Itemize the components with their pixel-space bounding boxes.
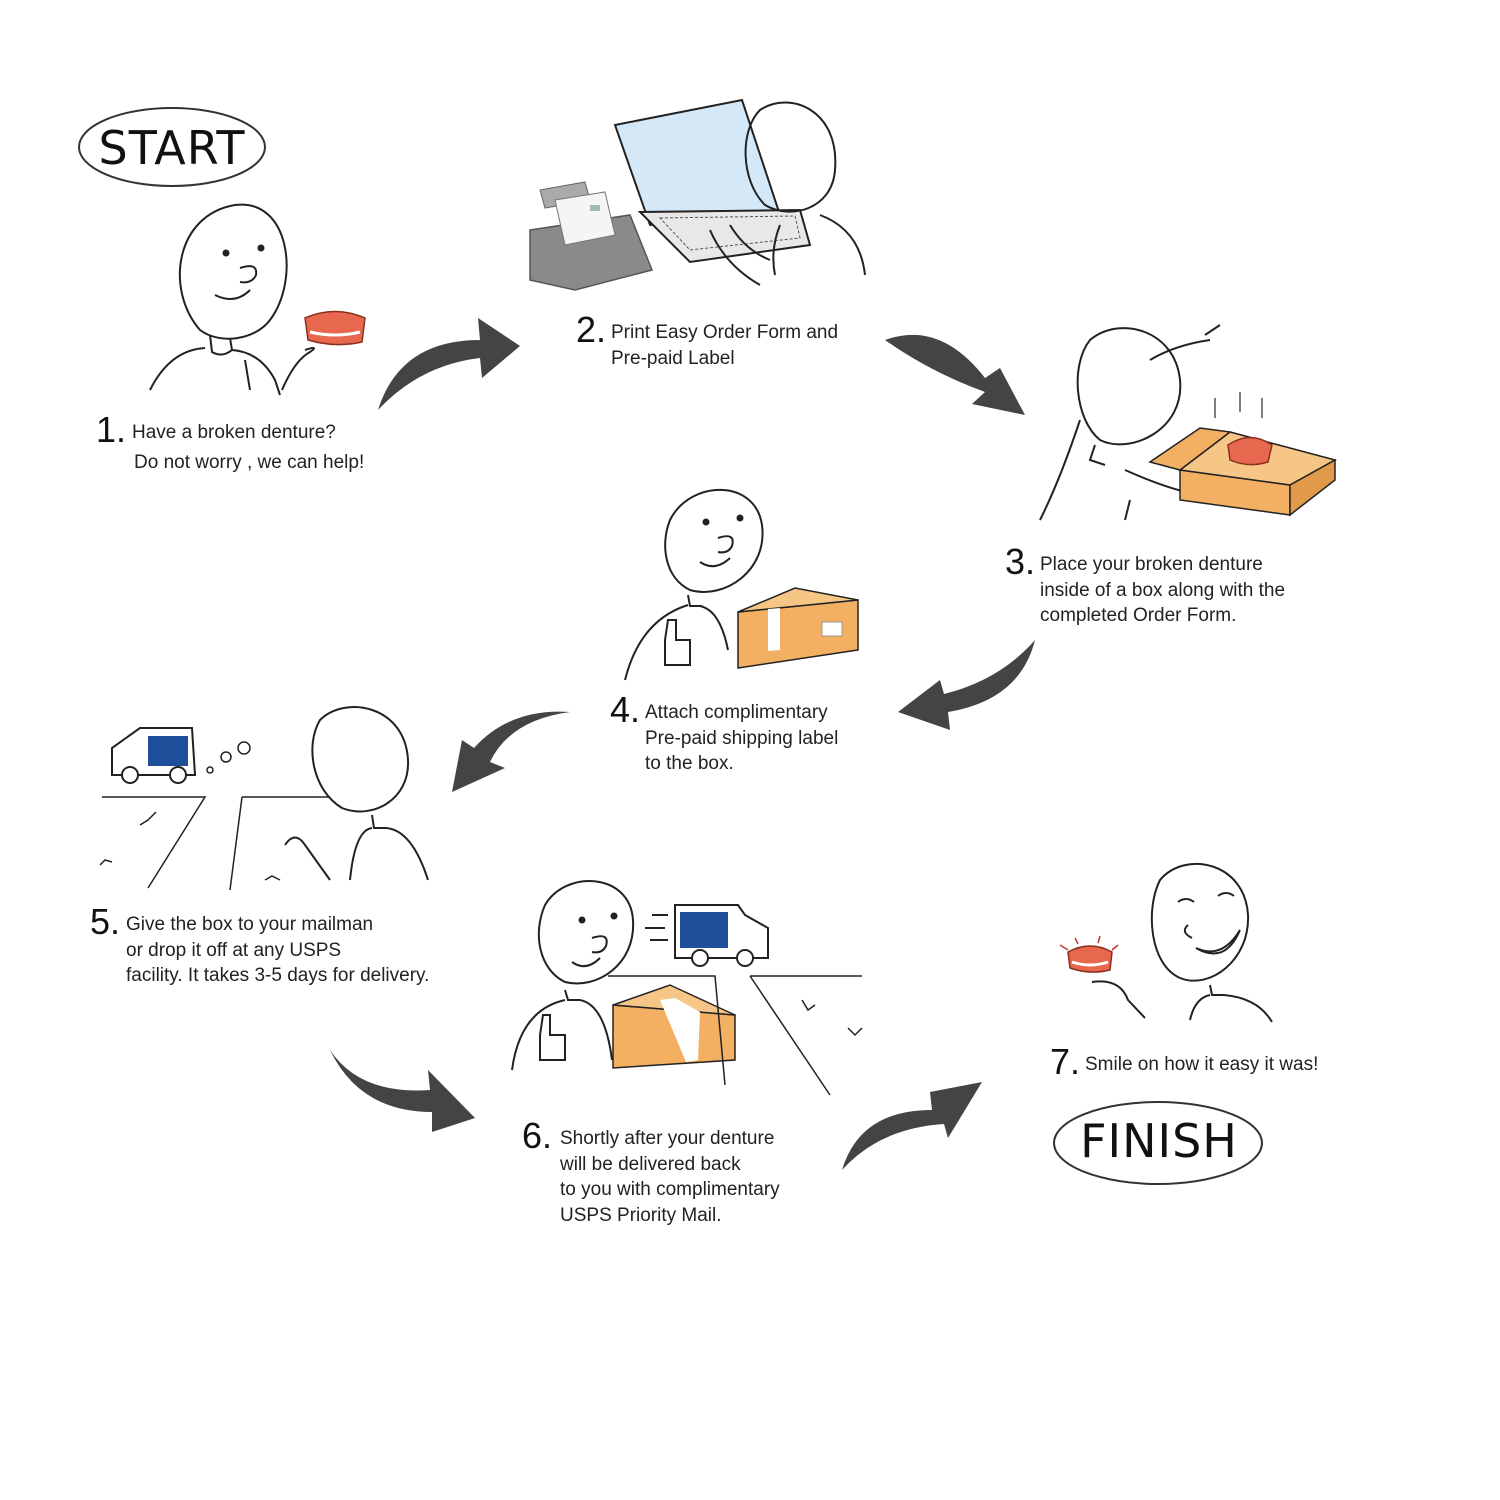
figure-step-2 (709, 101, 866, 286)
denture-step-7 (1059, 935, 1119, 973)
box-step-4 (737, 587, 859, 669)
road-step-6 (608, 975, 863, 1096)
step-2-number: 2. (576, 309, 607, 350)
truck-step-6 (645, 904, 769, 967)
start-label: START (98, 121, 246, 175)
arrows (330, 318, 1035, 1170)
finish-label: FINISH (1080, 1114, 1238, 1168)
printer (529, 181, 654, 291)
step-2-line-1: Print Easy Order Form and (611, 322, 839, 343)
step-3-number: 3. (1005, 541, 1036, 582)
step-5-line-2: or drop it off at any USPS (126, 939, 342, 961)
step-5-number: 5. (90, 901, 121, 942)
step-2-line-2: Pre-paid Label (611, 347, 735, 369)
finish-oval (1053, 1101, 1263, 1185)
denture-step-3 (1214, 392, 1273, 466)
arrow-5-to-6 (330, 1050, 475, 1132)
figure-step-1 (149, 203, 315, 396)
step-3-line-2: inside of a box along with the (1040, 579, 1286, 601)
figure-step-6 (511, 880, 635, 1071)
step-6-line-1: Shortly after your denture (560, 1128, 775, 1149)
arrow-4-to-5 (452, 711, 570, 792)
arrow-2-to-3 (885, 334, 1025, 415)
step-1-line-1: Have a broken denture? (132, 422, 336, 443)
step-6-line-3: to you with complimentary (560, 1179, 780, 1200)
arrow-1-to-2 (378, 318, 520, 410)
step-7-line-1: Smile on how it easy it was! (1085, 1054, 1319, 1075)
step-4-line-1: Attach complimentary (645, 702, 828, 723)
arrow-6-to-7 (842, 1082, 982, 1170)
step-6-line-4: USPS Priority Mail. (560, 1204, 722, 1226)
step-3-line-3: completed Order Form. (1040, 605, 1237, 626)
step-6-number: 6. (522, 1115, 553, 1156)
box-step-6 (612, 984, 736, 1069)
figure-step-5 (284, 706, 429, 881)
road-step-5 (99, 796, 330, 891)
denture-step-1 (304, 310, 366, 346)
arrow-3-to-4 (898, 640, 1035, 730)
step-4-line-2: Pre-paid shipping label (645, 727, 839, 749)
laptop (613, 98, 812, 264)
step-3-line-1: Place your broken denture (1040, 554, 1263, 575)
figure-step-7 (1091, 862, 1273, 1023)
step-6-line-2: will be delivered back (560, 1153, 741, 1175)
truck-step-5 (111, 727, 251, 784)
step-5-line-3: facility. It takes 3-5 days for delivery… (126, 965, 430, 986)
step-4-number: 4. (610, 689, 641, 730)
start-oval (78, 107, 266, 187)
figure-step-4 (624, 488, 764, 681)
step-5-line-1: Give the box to your mailman (126, 914, 374, 935)
step-7-number: 7. (1050, 1041, 1081, 1082)
step-4-line-3: to the box. (645, 753, 734, 774)
step-1-line-2: Do not worry , we can help! (134, 451, 365, 473)
step-1-number: 1. (96, 409, 127, 450)
